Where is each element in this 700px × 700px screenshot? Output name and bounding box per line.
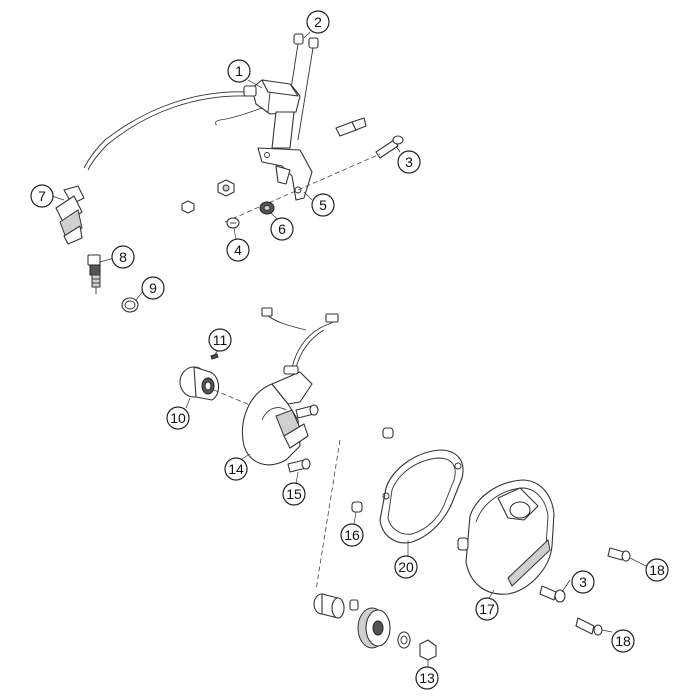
svg-text:10: 10	[170, 410, 186, 426]
stator-harness	[291, 319, 339, 369]
callout-20: 20	[394, 555, 418, 579]
svg-text:20: 20	[398, 559, 414, 575]
callout-16: 16	[340, 523, 364, 547]
coil-bracket	[257, 111, 313, 201]
svg-text:2: 2	[314, 14, 322, 30]
svg-text:18: 18	[615, 633, 631, 649]
callout-9: 9	[141, 276, 165, 300]
callout-18-upper: 18	[645, 558, 669, 582]
svg-text:7: 7	[38, 188, 46, 204]
svg-text:1: 1	[235, 63, 243, 79]
svg-text:16: 16	[344, 527, 360, 543]
assembly-axis	[315, 439, 341, 591]
ignition-coil	[243, 79, 301, 115]
callout-1: 1	[227, 59, 251, 83]
callout-18-lower: 18	[611, 629, 635, 653]
stator-screw-upper	[295, 404, 319, 419]
callout-11: 11	[208, 328, 232, 352]
seal-ring	[121, 297, 139, 313]
spark-plug-cap	[55, 185, 85, 245]
spacer	[349, 599, 359, 611]
svg-text:14: 14	[228, 461, 244, 477]
callout-3-upper: 3	[397, 150, 421, 174]
bolt-upper	[335, 117, 367, 137]
dowel-pin-upper	[382, 427, 394, 439]
svg-text:18: 18	[649, 562, 665, 578]
callout-8: 8	[111, 245, 135, 269]
callout-15: 15	[282, 482, 306, 506]
coil-wire	[214, 107, 263, 126]
svg-text:8: 8	[119, 249, 127, 265]
svg-text:3: 3	[405, 154, 413, 170]
small-nut-left	[181, 200, 195, 214]
spark-plug	[87, 254, 101, 294]
cover-gasket	[379, 449, 464, 544]
svg-text:9: 9	[149, 280, 157, 296]
gear-wheel	[357, 607, 391, 649]
ht-lead	[83, 91, 249, 169]
rotor	[179, 366, 220, 401]
svg-text:13: 13	[419, 670, 435, 686]
cover-bolt-3	[539, 585, 566, 603]
washer-6	[259, 201, 275, 215]
ignition-cover	[457, 479, 555, 595]
nut-13	[419, 639, 437, 661]
cover-bolt-18-lower	[575, 617, 603, 636]
svg-text:15: 15	[286, 486, 302, 502]
dowel-pin-16	[351, 501, 363, 513]
washer-lower	[397, 631, 411, 649]
svg-text:11: 11	[213, 332, 228, 348]
callout-5: 5	[311, 193, 335, 217]
callout-4: 4	[226, 238, 250, 262]
svg-text:4: 4	[234, 242, 242, 258]
svg-text:5: 5	[319, 197, 327, 213]
callout-13: 13	[415, 666, 439, 690]
callout-6: 6	[270, 217, 294, 241]
screw-4	[226, 217, 240, 229]
callout-14: 14	[224, 457, 248, 481]
nut-upper-left	[217, 179, 235, 197]
svg-text:3: 3	[579, 574, 587, 590]
stator-plate	[242, 365, 313, 466]
svg-text:17: 17	[479, 601, 495, 617]
callout-10: 10	[166, 406, 190, 430]
cover-bolt-18-upper	[607, 547, 631, 562]
callout-7: 7	[30, 184, 54, 208]
callout-2: 2	[306, 10, 330, 34]
callout-17: 17	[475, 597, 499, 621]
stator-screw-lower	[287, 458, 311, 473]
callout-3-lower: 3	[571, 570, 595, 594]
sleeve	[313, 593, 345, 619]
bolt-3-upper	[375, 135, 404, 159]
svg-text:6: 6	[278, 221, 286, 237]
